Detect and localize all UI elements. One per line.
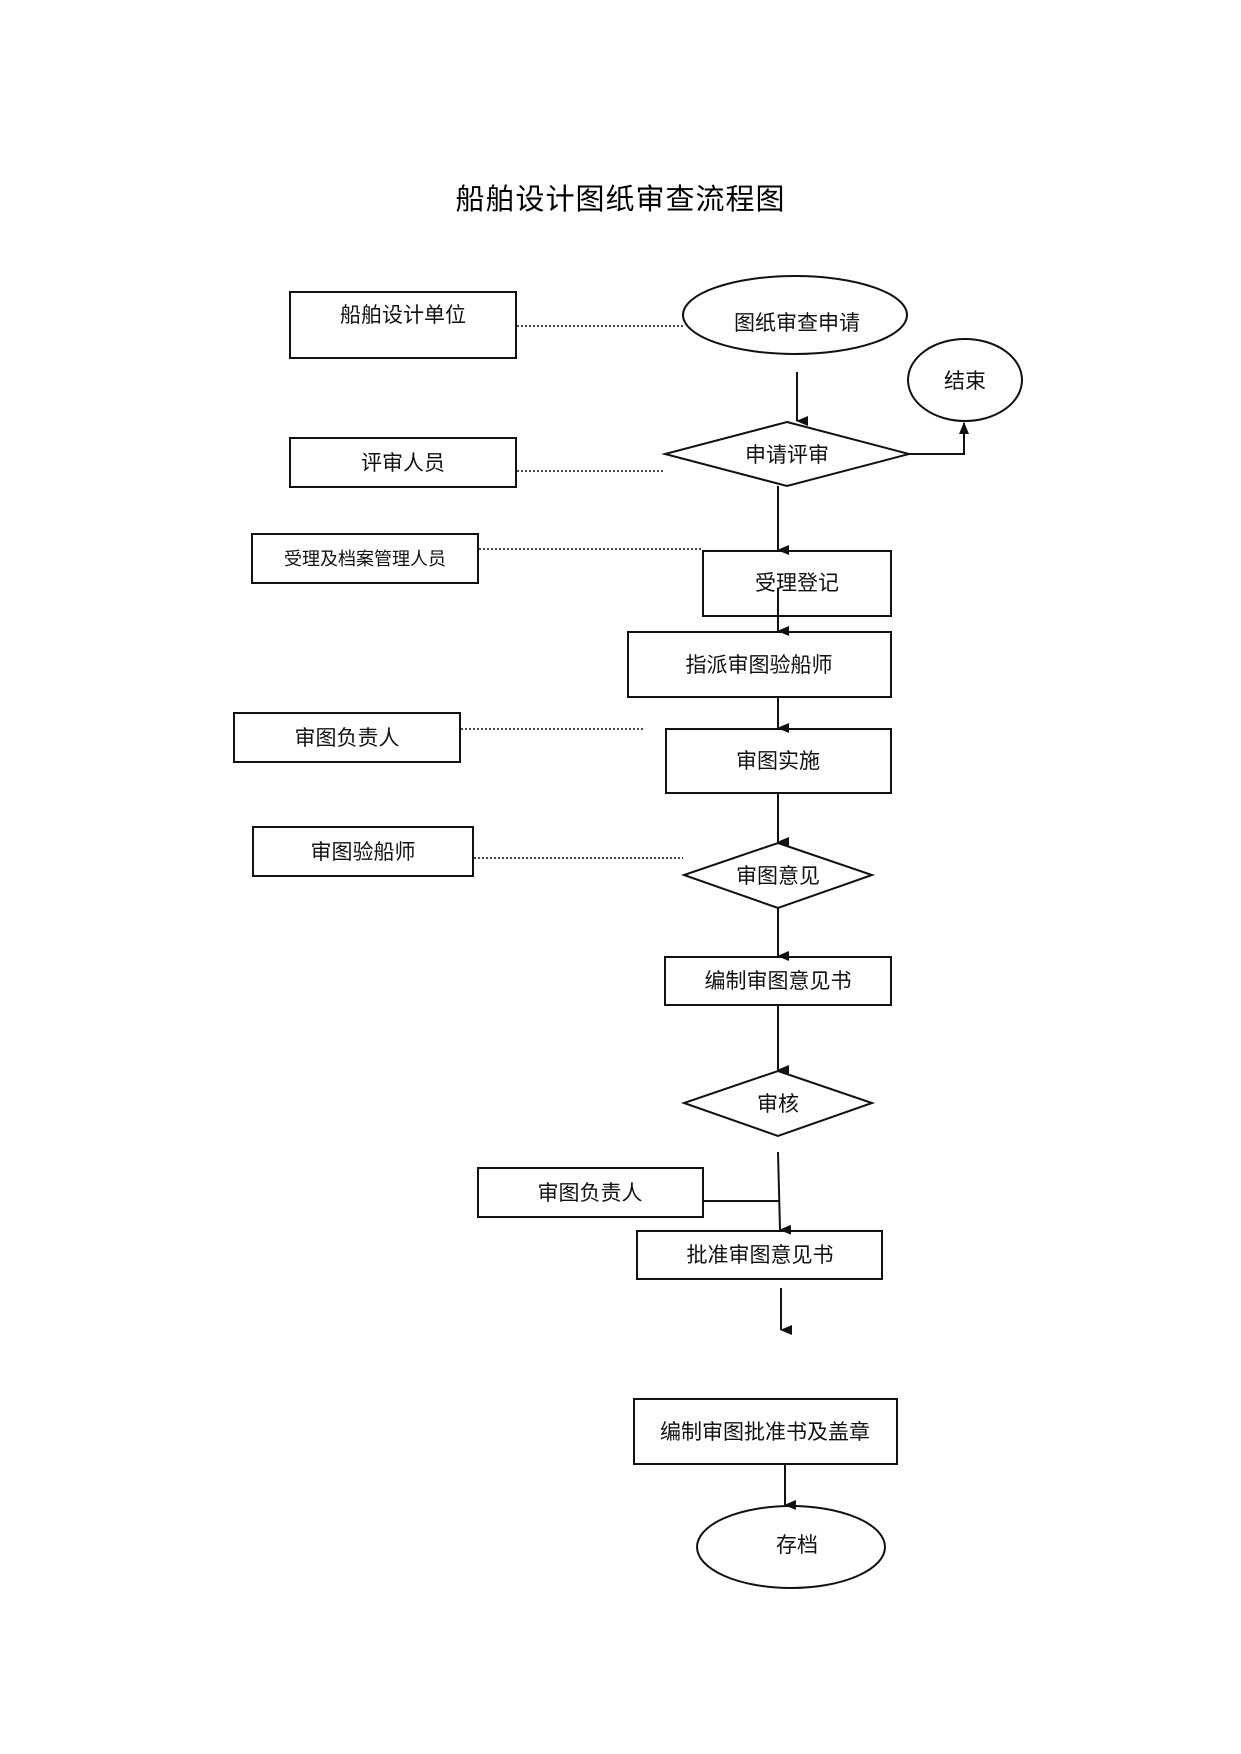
role-designer: 船舶设计单位 <box>289 291 517 359</box>
rect-shape <box>633 1398 898 1465</box>
node-register: 受理登记 <box>702 550 892 617</box>
node-archive: 存档 <box>696 1505 886 1589</box>
role-box <box>252 826 474 877</box>
circle-shape <box>907 338 1023 422</box>
arrow-audit-to-approve <box>777 1151 792 1235</box>
role-label: 审图负责人 <box>295 726 400 750</box>
role-label: 受理及档案管理人员 <box>284 549 446 570</box>
node-label: 图纸审查申请 <box>734 311 860 335</box>
node-opinion: 审图意见 <box>680 841 876 910</box>
node-label: 编制审图意见书 <box>705 969 852 993</box>
node-audit: 审核 <box>680 1069 876 1138</box>
node-label: 审图实施 <box>736 749 820 773</box>
diamond-shape <box>680 1069 876 1138</box>
node-assign: 指派审图验船师 <box>627 631 892 698</box>
diamond-shape <box>661 420 913 488</box>
role-label: 审图负责人 <box>538 1181 643 1205</box>
role-box <box>251 533 479 584</box>
role-reviewer: 评审人员 <box>289 437 517 488</box>
node-apply: 图纸审查申请 <box>682 275 908 355</box>
page-title: 船舶设计图纸审查流程图 <box>455 182 786 216</box>
node-implement: 审图实施 <box>665 728 892 794</box>
role-box <box>477 1167 704 1218</box>
role-surveyor: 审图验船师 <box>252 826 474 877</box>
role-lead-1: 审图负责人 <box>233 712 461 763</box>
node-label: 编制审图批准书及盖章 <box>660 1420 870 1444</box>
role-box <box>289 437 517 488</box>
node-label: 审核 <box>757 1092 799 1116</box>
node-label: 存档 <box>776 1533 818 1557</box>
role-label: 审图验船师 <box>311 840 416 864</box>
node-review-apply: 申请评审 <box>661 420 913 488</box>
role-archive-staff: 受理及档案管理人员 <box>251 533 479 584</box>
role-box <box>233 712 461 763</box>
role-label: 评审人员 <box>361 451 445 475</box>
node-label: 受理登记 <box>755 571 839 595</box>
rect-shape <box>702 550 892 617</box>
node-label: 结束 <box>944 369 986 393</box>
ellipse-shape <box>682 275 908 355</box>
node-end: 结束 <box>907 338 1023 422</box>
node-label: 申请评审 <box>745 443 829 467</box>
role-label: 船舶设计单位 <box>340 303 466 327</box>
rect-shape <box>627 631 892 698</box>
node-compile-approval: 编制审图批准书及盖章 <box>633 1398 898 1465</box>
rect-shape <box>636 1230 883 1280</box>
node-label: 指派审图验船师 <box>686 653 833 677</box>
role-box <box>289 291 517 359</box>
node-approve-opinion: 批准审图意见书 <box>636 1230 883 1280</box>
role-lead-2: 审图负责人 <box>477 1167 704 1218</box>
node-label: 审图意见 <box>736 864 820 888</box>
node-label: 批准审图意见书 <box>687 1243 834 1267</box>
arrow-review-to-end <box>909 422 969 455</box>
node-compile-opinion: 编制审图意见书 <box>664 956 892 1006</box>
